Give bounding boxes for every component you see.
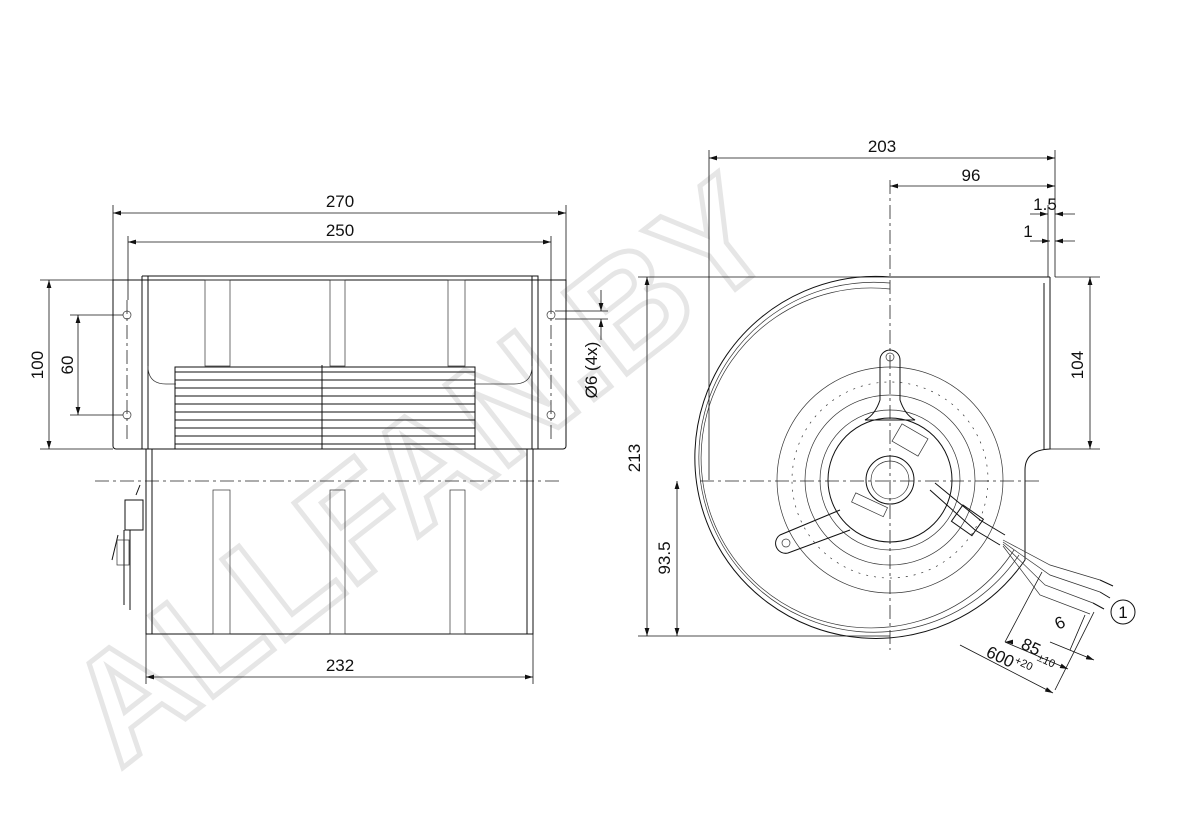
svg-text:270: 270	[326, 192, 354, 211]
dimension-60: 60	[58, 314, 123, 416]
dimension-213: 213	[625, 276, 890, 637]
svg-text:±10: ±10	[1035, 652, 1057, 671]
callout-1: 1	[1110, 599, 1136, 625]
svg-text:1: 1	[1118, 603, 1127, 622]
mounting-flange	[112, 279, 567, 450]
dimension-270: 270	[112, 192, 567, 280]
dimension-cable: 6 85 ±10 600 +20	[959, 571, 1095, 694]
svg-text:93.5: 93.5	[655, 541, 674, 574]
impeller-grille	[174, 365, 476, 450]
dimension-250: 250	[127, 221, 552, 300]
dimension-232: 232	[145, 634, 534, 684]
dimension-93-5: 93.5	[655, 481, 680, 636]
dimension-96: 96	[890, 166, 1055, 189]
svg-text:1: 1	[1023, 222, 1032, 241]
motor-impeller	[775, 349, 1004, 594]
svg-text:213: 213	[625, 444, 644, 472]
svg-text:1.5: 1.5	[1033, 195, 1057, 214]
housing-upper	[141, 275, 539, 449]
svg-text:60: 60	[58, 356, 77, 375]
svg-text:203: 203	[868, 137, 896, 156]
svg-text:Ø6 (4x): Ø6 (4x)	[582, 342, 601, 399]
side-view: 270 250 100 60 Ø6 (4x) 232	[28, 192, 608, 684]
scroll-housing	[694, 275, 1051, 639]
svg-text:96: 96	[962, 166, 981, 185]
svg-text:600: 600	[983, 642, 1017, 671]
dimension-100: 100	[28, 279, 113, 450]
mounting-holes	[122, 300, 556, 440]
dimension-104: 104	[1050, 276, 1100, 450]
dimension-1: 1	[1023, 222, 1075, 244]
svg-text:6: 6	[1052, 612, 1069, 633]
dimension-1-5: 1.5	[1030, 195, 1075, 277]
svg-text:100: 100	[28, 351, 47, 379]
svg-text:104: 104	[1068, 351, 1087, 379]
cable	[929, 482, 1114, 615]
svg-text:250: 250	[326, 221, 354, 240]
svg-text:232: 232	[326, 656, 354, 675]
cable-connector	[111, 484, 144, 610]
dimension-203: 203	[708, 137, 1056, 480]
dimension-hole-diameter: Ø6 (4x)	[555, 290, 608, 398]
